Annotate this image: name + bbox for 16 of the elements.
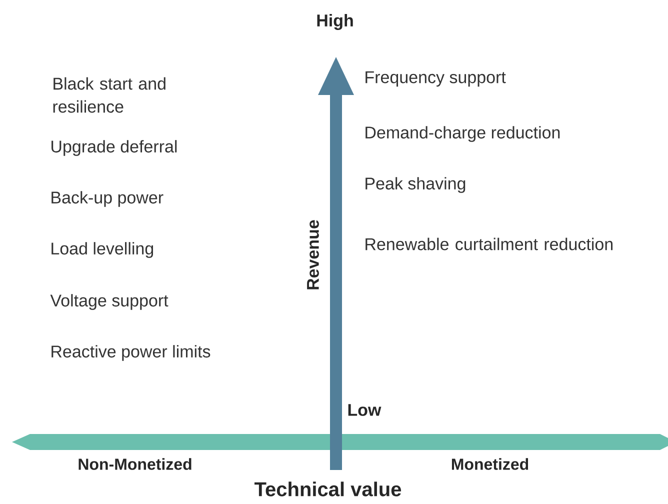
service-label: Load levelling xyxy=(52,242,154,258)
service-label: Back-up power xyxy=(52,191,164,207)
axis-end-label: High xyxy=(317,14,353,30)
service-label: Demand-charge reduction xyxy=(366,126,560,142)
axis-title: Technical value xyxy=(254,482,402,496)
service-label: Black start and resilience xyxy=(53,77,166,113)
service-label: Voltage support xyxy=(50,294,168,310)
service-label: Frequency support xyxy=(366,71,506,87)
service-label: Upgrade deferral xyxy=(52,140,177,156)
axis-category-label: Monetized xyxy=(452,458,528,470)
axis-category-label: Non-Monetized xyxy=(78,458,192,470)
service-label: Reactive power limits xyxy=(52,345,210,361)
service-label: Renewable curtailment reduction xyxy=(366,238,612,250)
axis-title: Revenue xyxy=(307,220,319,290)
axis-end-label: Low xyxy=(348,404,382,416)
service-label: Peak shaving xyxy=(366,177,466,193)
